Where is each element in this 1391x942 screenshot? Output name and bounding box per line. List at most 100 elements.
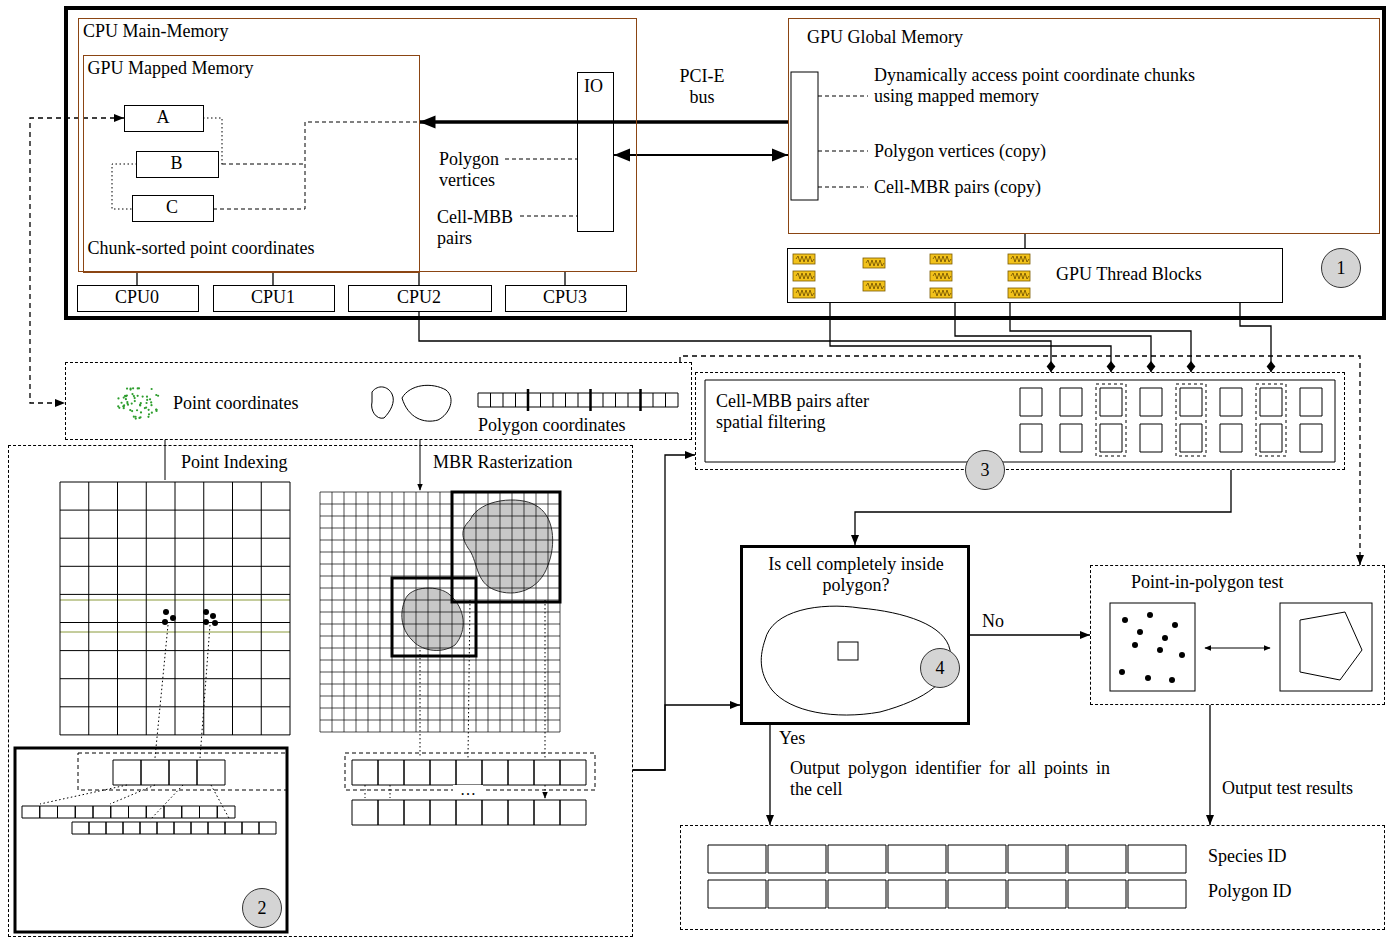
connector <box>30 118 124 403</box>
array-cell <box>352 760 586 785</box>
point-dot <box>155 394 157 396</box>
array-cell <box>72 822 276 834</box>
connector <box>1010 303 1191 372</box>
node-title: Point coordinates <box>173 393 298 414</box>
polygon-shape <box>402 588 463 650</box>
array-cell <box>113 760 225 785</box>
node-text: Cell-MBB pairs <box>437 207 519 248</box>
array-cell <box>1020 388 1322 416</box>
node-title: Is cell completely inside polygon? <box>751 554 961 595</box>
point-dot <box>151 412 153 414</box>
edge-label: Yes <box>777 728 807 749</box>
polygon-outline <box>1300 612 1362 680</box>
cell-array-frame <box>345 753 595 790</box>
point-dot <box>124 395 126 397</box>
point-dot <box>1172 622 1178 628</box>
index-frame <box>15 748 287 932</box>
ellipsis-text: … <box>453 785 483 799</box>
point-dot <box>151 388 153 390</box>
point-dot <box>129 409 131 411</box>
point-dot <box>148 409 150 411</box>
points-panel <box>1110 603 1195 691</box>
point-dot <box>117 397 119 399</box>
thread-icon <box>866 283 884 289</box>
node-title: GPU Global Memory <box>807 27 963 48</box>
thread-icon <box>1011 273 1029 279</box>
connector <box>830 303 1111 372</box>
node-text: Dynamically access point coordinate chun… <box>874 65 1234 106</box>
cell-array-frame <box>78 753 287 790</box>
point-dot <box>134 397 136 399</box>
point-dot <box>124 395 126 397</box>
thread-icon <box>1008 288 1030 298</box>
connector <box>564 272 565 285</box>
note-text: Output polygon identifier for all points… <box>790 758 1110 799</box>
input-box: Point coordinatesPolygon coordinates <box>65 362 692 440</box>
memory-box: ABCGPU Mapped MemoryChunk-sorted point c… <box>78 18 637 272</box>
cpu-box: CPU1 <box>213 285 335 312</box>
edge-label: No <box>980 611 1006 632</box>
node-title: GPU Thread Blocks <box>1056 264 1202 285</box>
thread-icon <box>866 260 884 266</box>
connector <box>1240 303 1271 372</box>
connector <box>855 470 1231 545</box>
point-grid <box>60 482 290 735</box>
array-divider <box>528 389 641 411</box>
point-dot <box>146 396 148 398</box>
thread-icon <box>1008 254 1030 264</box>
point-dot <box>144 407 146 409</box>
node-title: B <box>139 153 214 174</box>
thread-block-icons <box>793 254 1030 298</box>
node-text: Cell-MBR pairs (copy) <box>874 177 1041 198</box>
connector <box>769 725 770 825</box>
mbr-box <box>392 578 476 656</box>
point-dot <box>1157 647 1163 653</box>
thread-icon <box>930 288 952 298</box>
test-points <box>1119 612 1185 683</box>
thread-icon <box>796 273 814 279</box>
raster-grid <box>320 492 560 732</box>
point-dot <box>148 413 150 415</box>
cell-square <box>838 642 858 660</box>
thread-icon <box>1008 271 1030 281</box>
thread-icon <box>793 288 815 298</box>
mbr-box <box>452 492 560 602</box>
point-dot <box>123 404 125 406</box>
point-dot <box>1145 675 1151 681</box>
point-dot <box>1137 629 1143 635</box>
polygon-outline <box>761 606 950 715</box>
point-dot <box>125 398 127 400</box>
polygon-panel <box>1280 603 1372 691</box>
node-title: CPU Main-Memory <box>83 21 229 42</box>
point-dot <box>134 400 136 402</box>
thread-icon <box>933 256 951 262</box>
node-title: Cell-MBB pairs after spatial filtering <box>716 391 916 432</box>
callout-number: 2 <box>242 888 282 928</box>
node-text: Polygon ID <box>1208 881 1292 902</box>
point-dot <box>131 410 133 412</box>
point-dot <box>137 395 139 397</box>
point-dot <box>150 404 152 406</box>
chunk-box: C <box>132 195 214 222</box>
cpu-box: CPU2 <box>348 285 492 312</box>
point-dot <box>136 409 138 411</box>
node-title: Point-in-polygon test <box>1131 572 1284 593</box>
process-box: Point-in-polygon test <box>1090 565 1385 705</box>
cpu-box: CPU3 <box>505 285 627 312</box>
connector <box>1209 705 1210 825</box>
point-dot <box>126 402 128 404</box>
connector <box>970 634 1090 635</box>
index-arrow <box>40 600 545 820</box>
node-title: Point Indexing <box>181 452 288 473</box>
node-title: C <box>135 197 209 218</box>
cell-panel <box>705 380 1335 462</box>
node-title: A <box>127 107 199 128</box>
point-dot <box>139 404 141 406</box>
chunk-box: B <box>136 151 219 178</box>
output-cell <box>708 880 1186 908</box>
memory-box: GPU Global MemoryDynamically access poin… <box>788 18 1380 234</box>
thread-icon <box>863 281 885 291</box>
callout-number: 3 <box>965 450 1005 490</box>
point-dot <box>1132 642 1138 648</box>
